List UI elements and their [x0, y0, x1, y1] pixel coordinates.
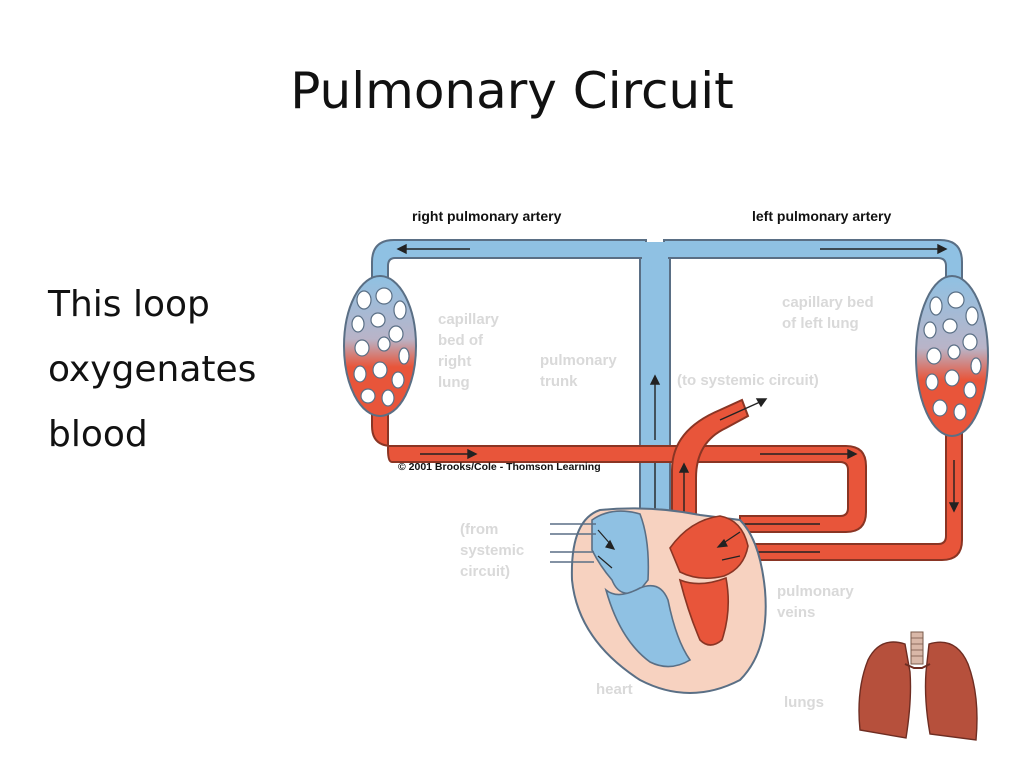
label-lungs: lungs	[784, 694, 824, 711]
label-capillary-left-1: capillary bed	[782, 294, 874, 311]
label-pulmonary-trunk-2: trunk	[540, 373, 578, 390]
body-line-2: oxygenates	[48, 349, 257, 390]
label-capillary-left-2: of left lung	[782, 315, 859, 332]
label-pulmonary-veins-2: veins	[777, 604, 815, 621]
label-capillary-right-2: bed of	[438, 332, 484, 349]
vena-cava	[550, 523, 596, 563]
label-pulmonary-veins-1: pulmonary	[777, 583, 854, 600]
heart	[570, 507, 767, 694]
label-capillary-right-4: lung	[438, 374, 470, 391]
label-from-systemic-2: systemic	[460, 542, 524, 559]
label-capillary-right-1: capillary	[438, 311, 500, 328]
label-left-pulmonary-artery: left pulmonary artery	[752, 208, 891, 224]
body-line-1: This loop	[48, 284, 210, 325]
label-pulmonary-trunk-1: pulmonary	[540, 352, 617, 369]
copyright-notice: © 2001 Brooks/Cole - Thomson Learning	[398, 461, 601, 473]
label-right-pulmonary-artery: right pulmonary artery	[412, 208, 562, 224]
label-capillary-right-3: right	[438, 353, 471, 370]
slide-body: This loop oxygenates blood	[48, 272, 256, 467]
lungs-icon	[858, 631, 978, 741]
label-to-systemic-circuit: (to systemic circuit)	[677, 372, 819, 389]
slide-title: Pulmonary Circuit	[290, 62, 734, 120]
capillary-bed-left-lung	[915, 275, 989, 437]
body-line-3: blood	[48, 414, 148, 455]
label-from-systemic-3: circuit)	[460, 563, 510, 580]
label-heart: heart	[596, 681, 633, 698]
label-from-systemic-1: (from	[460, 521, 498, 538]
capillary-bed-right-lung	[343, 275, 417, 417]
